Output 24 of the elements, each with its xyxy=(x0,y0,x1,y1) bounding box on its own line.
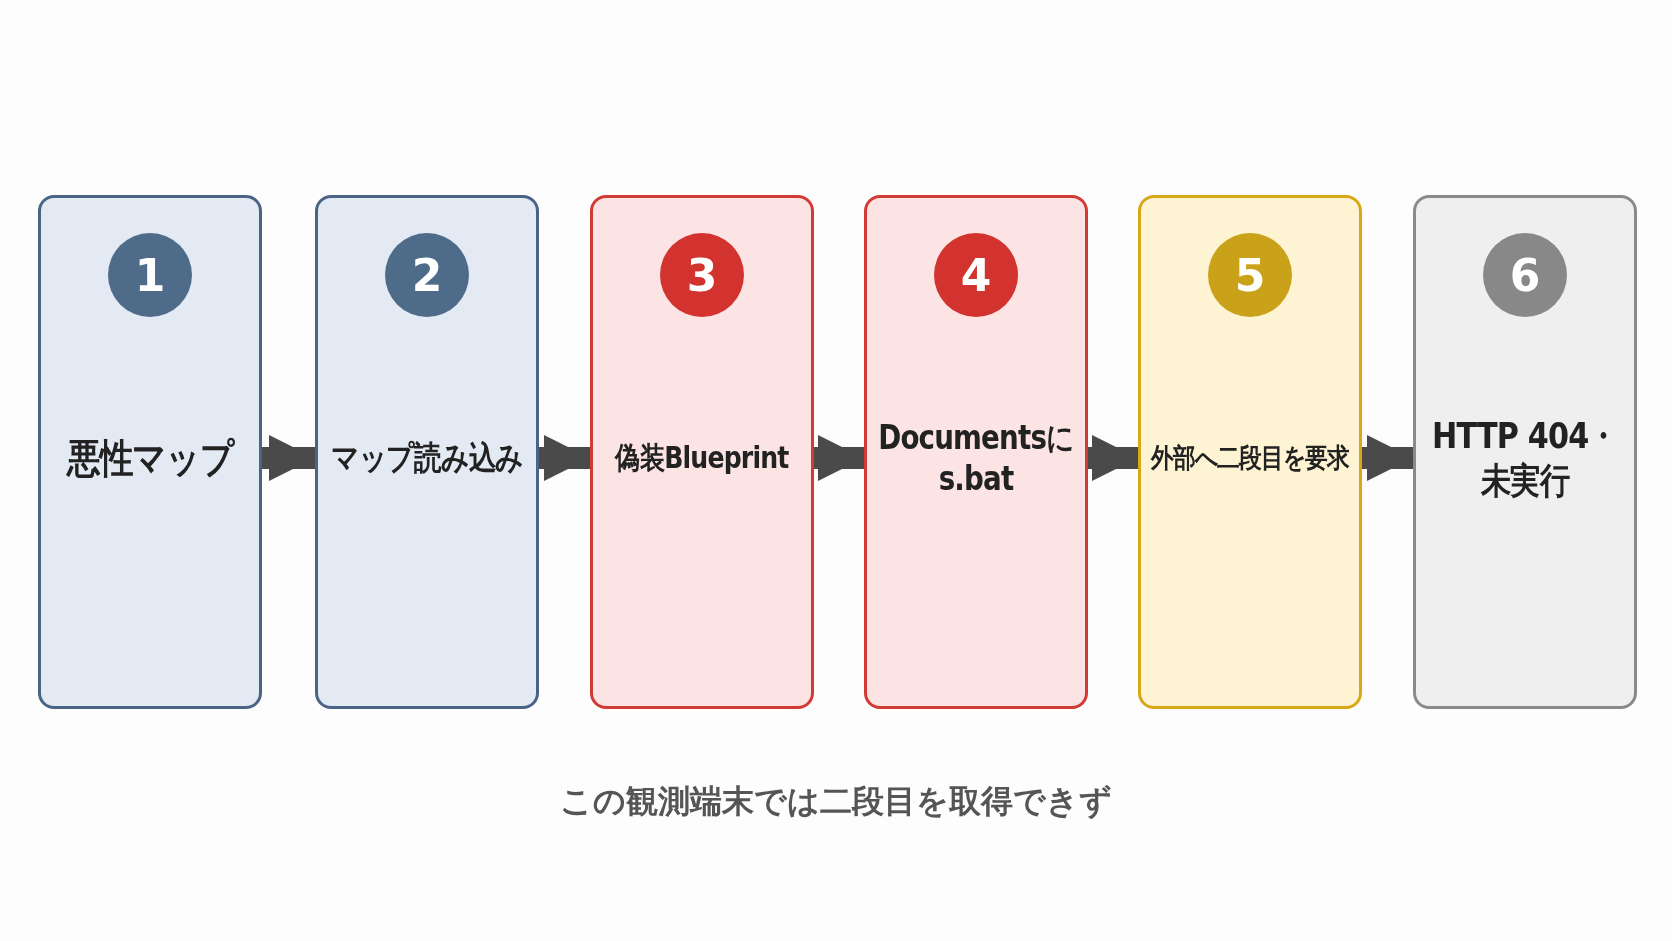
step-label: 偽装Blueprint xyxy=(613,439,790,477)
step-number-circle: 3 xyxy=(660,233,744,317)
step-card xyxy=(1413,195,1637,709)
arrow xyxy=(1088,434,1138,482)
step-number-circle: 6 xyxy=(1483,233,1567,317)
step-number-circle: 2 xyxy=(385,233,469,317)
step-card xyxy=(1138,195,1362,709)
step-label: 外部へ二段目を要求 xyxy=(1149,441,1351,475)
step-card xyxy=(315,195,539,709)
step-card xyxy=(38,195,262,709)
arrow xyxy=(814,434,864,482)
step-number-circle: 1 xyxy=(108,233,192,317)
step-number-circle: 4 xyxy=(934,233,1018,317)
arrow xyxy=(539,434,590,482)
step-number-circle: 5 xyxy=(1208,233,1292,317)
caption: この観測端末では二段目を取得できず xyxy=(560,782,1112,820)
step-label: HTTP 404・未実行 xyxy=(1431,414,1619,503)
step-card xyxy=(590,195,814,709)
arrow xyxy=(262,434,315,482)
arrow xyxy=(1362,434,1413,482)
step-label: Documentsにs.bat xyxy=(877,416,1075,500)
step-label: 悪性マップ xyxy=(65,434,236,483)
step-label: マップ読み込み xyxy=(329,437,525,479)
step-card xyxy=(864,195,1088,709)
